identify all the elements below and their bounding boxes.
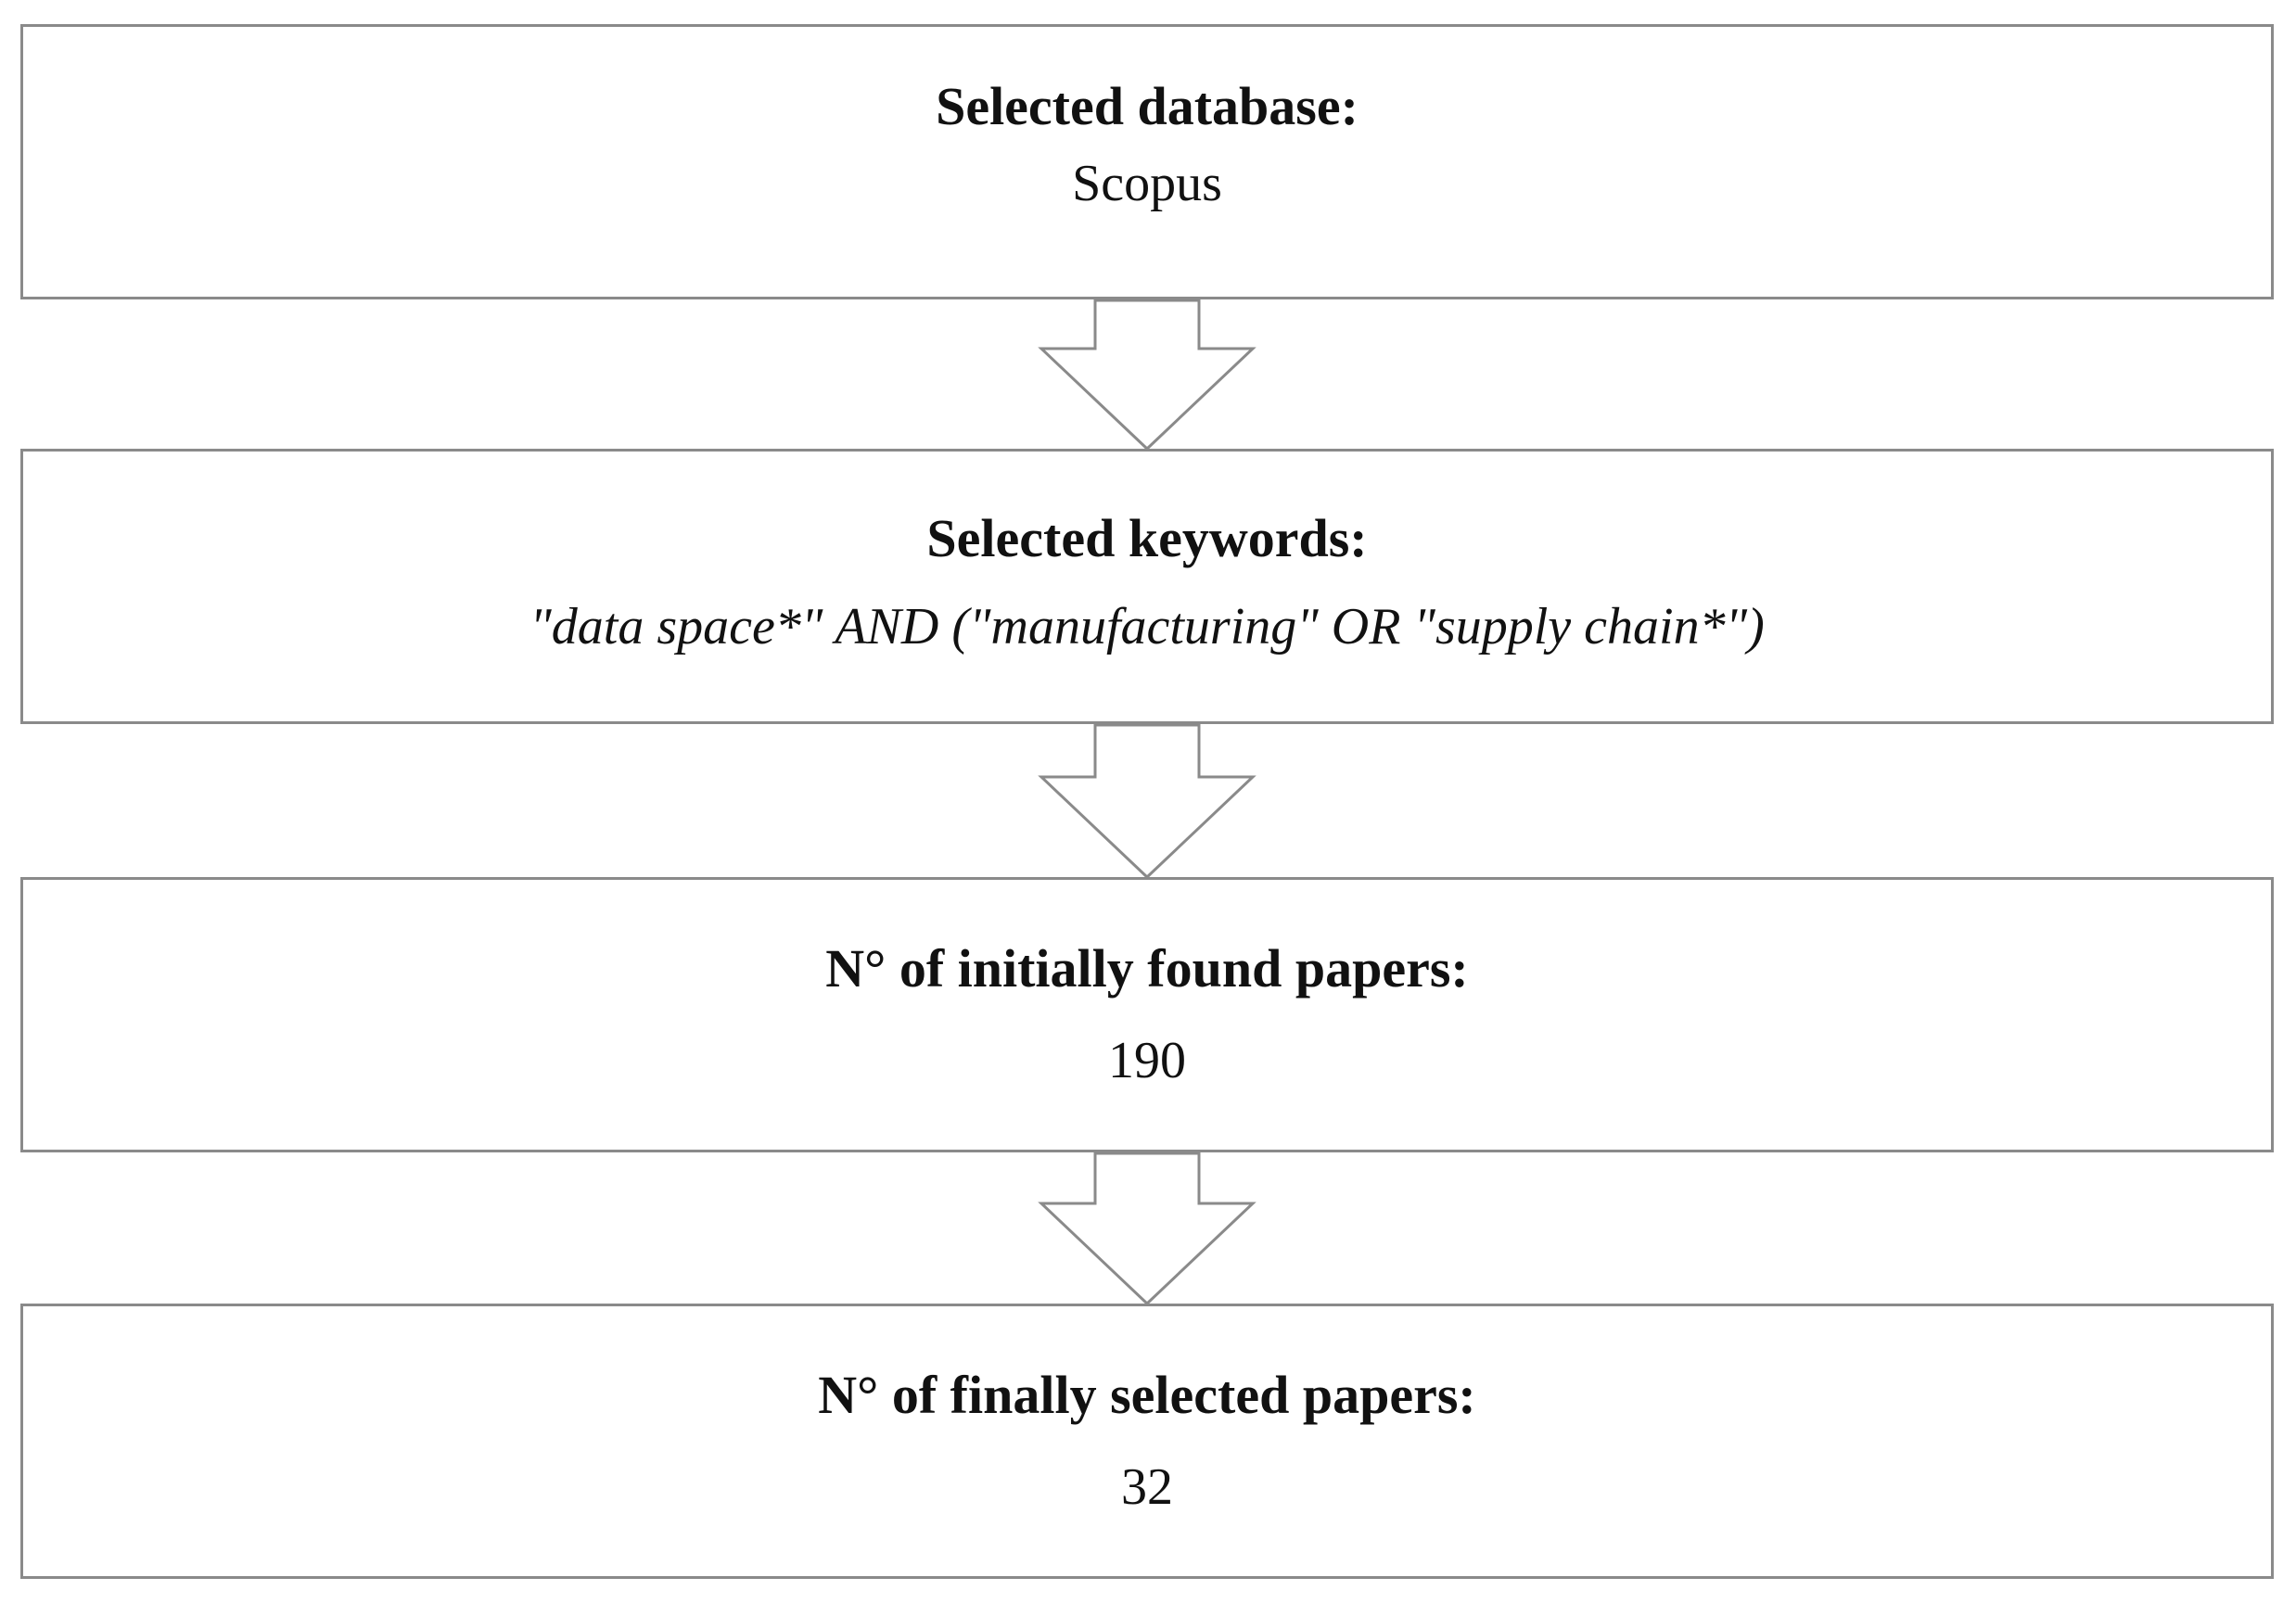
step-heading: N° of initially found papers:: [825, 937, 1469, 999]
down-arrow-icon: [1038, 723, 1256, 880]
step-box-database: Selected database: Scopus: [20, 24, 2274, 299]
step-heading: N° of finally selected papers:: [818, 1364, 1476, 1425]
step-value: Scopus: [1072, 155, 1222, 213]
step-heading: Selected database:: [936, 75, 1358, 136]
step-value: "data space*" AND ("manufacturing" OR "s…: [529, 598, 1765, 656]
step-value: 190: [1108, 1032, 1186, 1090]
step-box-final-papers: N° of finally selected papers: 32: [20, 1304, 2274, 1579]
step-heading: Selected keywords:: [926, 507, 1368, 568]
down-arrow-icon: [1038, 1151, 1256, 1306]
step-box-keywords: Selected keywords: "data space*" AND ("m…: [20, 449, 2274, 724]
step-value: 32: [1121, 1458, 1173, 1517]
down-arrow-icon: [1038, 299, 1256, 452]
step-box-initial-papers: N° of initially found papers: 190: [20, 877, 2274, 1152]
